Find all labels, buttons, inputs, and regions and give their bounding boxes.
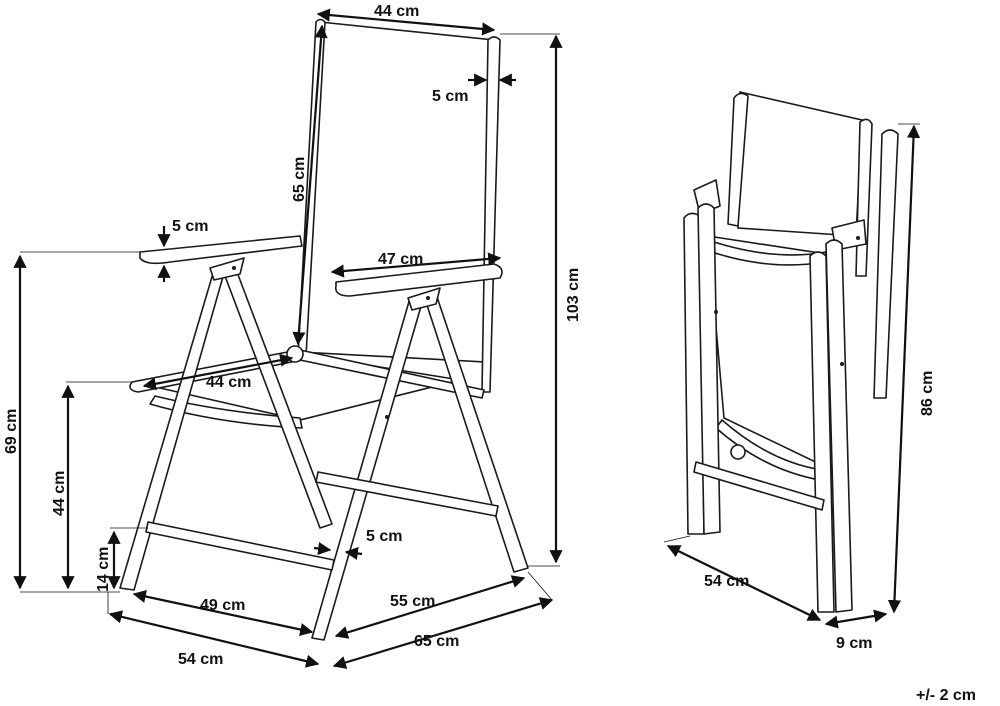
folded-rear-post (873, 129, 899, 399)
label-total-depth: 65 cm (414, 633, 459, 650)
seat-front-tube (149, 395, 303, 429)
unfolded-chair (119, 18, 529, 641)
label-seat-width: 44 cm (206, 374, 251, 391)
label-front-width: 54 cm (178, 651, 223, 668)
label-leg-tube: 5 cm (366, 528, 402, 545)
label-seat-height: 44 cm (51, 471, 68, 516)
label-armrest-length: 47 cm (378, 251, 423, 268)
label-back-height: 65 cm (291, 157, 308, 202)
right-leg-hinge (407, 287, 441, 311)
front-stretcher (145, 521, 335, 571)
folded-rear-leg-a (809, 251, 835, 613)
label-total-height: 103 cm (565, 268, 582, 322)
folded-chair (683, 90, 899, 613)
label-folded-height: 86 cm (919, 371, 936, 416)
left-armrest (139, 235, 303, 265)
folded-hinge-knob (730, 444, 746, 460)
label-inner-width: 49 cm (200, 597, 245, 614)
folded-back-left-post (727, 92, 749, 227)
label-inner-depth: 55 cm (390, 593, 435, 610)
label-armrest-thickness: 5 cm (172, 218, 208, 235)
dimension-labels: 44 cm 5 cm 65 cm 5 cm 47 cm 103 cm 44 cm… (3, 3, 976, 704)
label-folded-depth: 9 cm (836, 635, 872, 652)
label-back-width: 44 cm (374, 3, 419, 20)
label-folded-width: 54 cm (704, 573, 749, 590)
label-tolerance: +/- 2 cm (916, 687, 976, 704)
label-armrest-height: 69 cm (3, 409, 20, 454)
dimension-lines (13, 8, 921, 669)
folded-stretcher (693, 461, 825, 511)
rear-stretcher (315, 471, 499, 517)
label-rail-height: 14 cm (95, 547, 112, 592)
backrest-fabric (299, 21, 495, 363)
folded-rear-leg-b (825, 239, 853, 613)
folded-back-fabric (737, 90, 863, 237)
label-backrest-tube: 5 cm (432, 88, 468, 105)
left-leg-hinge (209, 257, 245, 281)
backrest-right-tube (481, 36, 501, 393)
